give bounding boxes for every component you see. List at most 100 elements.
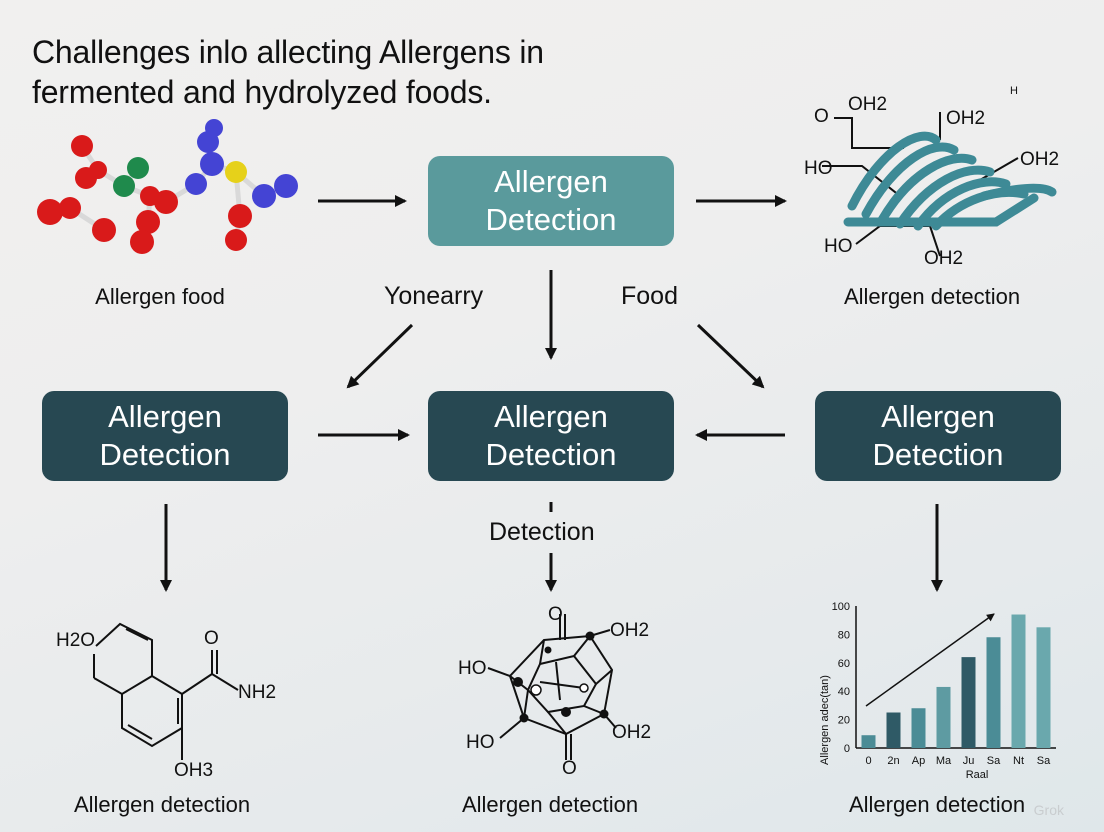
box-center-line1: Allergen — [494, 399, 608, 434]
cage-node-open — [530, 684, 542, 696]
cage-node — [544, 646, 552, 654]
chart-y-tick-label: 20 — [838, 715, 850, 727]
chart-x-tick-labels: 0 2n Ap Ma Ju Sa Nt Sa — [865, 755, 1051, 767]
formula-label-h2o: H2O — [56, 630, 95, 651]
atom — [200, 152, 224, 176]
atom — [225, 229, 247, 251]
box-top-line2: Detection — [485, 202, 617, 237]
box-right-line1: Allergen — [881, 399, 995, 434]
protein-label-ho-bottom: HO — [824, 236, 853, 257]
diagram-title: Challenges inlo allecting Allergens in f… — [32, 32, 732, 112]
chart-x-tick-label: Nt — [1013, 755, 1024, 767]
chart-bar — [986, 637, 1001, 748]
box-allergen-detection-right: Allergen Detection — [815, 391, 1061, 481]
box-allergen-detection-left: Allergen Detection — [42, 391, 288, 481]
chart-bar — [911, 708, 926, 748]
arrow-diag-right — [696, 323, 765, 389]
formula-label-oh3: OH3 — [174, 760, 213, 781]
chart-x-tick-label: Ju — [963, 755, 975, 767]
cage-label-oh2-bottom: OH2 — [612, 722, 651, 743]
edge-label-right: Food — [621, 282, 678, 310]
cage-label-o-top: O — [548, 604, 563, 625]
box-allergen-detection-center: Allergen Detection — [428, 391, 674, 481]
chart-bar — [961, 657, 976, 748]
chart-x-tick-label: 0 — [865, 755, 871, 767]
protein-label-ho-left: HO — [804, 158, 833, 179]
chart-y-tick-label: 40 — [838, 686, 850, 698]
box-allergen-detection-top: Allergen Detection — [428, 156, 674, 246]
cage-node — [513, 677, 523, 687]
atom — [225, 161, 247, 183]
chart-x-axis-label: Raal — [966, 769, 989, 781]
cage-node — [585, 631, 595, 641]
atom — [127, 157, 149, 179]
chart-x-tick-label: Ap — [912, 755, 925, 767]
box-center-line2: Detection — [485, 437, 617, 472]
title-line-1: Challenges inlo allecting Allergens in — [32, 34, 544, 70]
atom — [228, 204, 252, 228]
box-top-line1: Allergen — [494, 164, 608, 199]
atom — [71, 135, 93, 157]
chart-y-tick-label: 80 — [838, 629, 850, 641]
protein-label-h: H — [1010, 85, 1018, 97]
cage-node — [561, 707, 571, 717]
chart-trend-arrow — [865, 613, 995, 707]
chart-bar — [1036, 627, 1051, 748]
atom — [89, 161, 107, 179]
formula-label-nh2: NH2 — [238, 682, 276, 703]
cage-label-oh2-top: OH2 — [610, 620, 649, 641]
watermark-grok: Grok — [1033, 802, 1064, 818]
cage-node-open — [579, 683, 589, 693]
box-right-line2: Detection — [872, 437, 1004, 472]
edge-label-left: Yonearry — [384, 282, 484, 310]
edge-label-center-bottom: Detection — [489, 518, 595, 546]
chart-x-tick-label: Sa — [1037, 755, 1051, 767]
cage-label-o-bottom: O — [562, 758, 577, 779]
protein-label-oh2-bottom: OH2 — [924, 248, 963, 269]
protein-label-oh2-right: OH2 — [1020, 149, 1059, 170]
atom — [274, 174, 298, 198]
protein-label-oh2-top: OH2 — [848, 94, 887, 115]
atom — [113, 175, 135, 197]
box-left-line1: Allergen — [108, 399, 222, 434]
box-left-line2: Detection — [99, 437, 231, 472]
cage-node — [599, 709, 609, 719]
chart-y-tick-label: 0 — [844, 743, 850, 755]
chart-bars — [861, 614, 1051, 748]
caption-bottom-left: Allergen detection — [73, 792, 251, 817]
chart-x-tick-label: Sa — [987, 755, 1001, 767]
atom — [252, 184, 276, 208]
atom — [130, 230, 154, 254]
arrow-diag-left — [346, 323, 414, 389]
cage-node — [519, 713, 529, 723]
chart-bar — [936, 686, 951, 748]
atom — [37, 199, 63, 225]
atom — [185, 173, 207, 195]
atom — [154, 190, 178, 214]
chart-y-tick-label: 100 — [832, 601, 850, 613]
chart-y-tick-labels: 0 20 40 60 80 100 — [832, 601, 850, 755]
chart-bar — [1011, 614, 1026, 748]
formula-label-o: O — [204, 628, 219, 649]
cage-label-ho-bottom: HO — [466, 732, 495, 753]
cage-label-ho-left: HO — [458, 658, 487, 679]
atom — [92, 218, 116, 242]
protein-label-oh2-upper-right: OH2 — [946, 108, 985, 129]
chart-axes — [855, 606, 1056, 749]
chart-x-tick-label: 2n — [887, 755, 899, 767]
atom — [205, 119, 223, 137]
chart-bar — [861, 735, 876, 748]
protein-label-o: O — [814, 106, 829, 127]
chart-bar — [886, 712, 901, 748]
chart-x-tick-label: Ma — [936, 755, 952, 767]
caption-bottom-right: Allergen detection — [848, 792, 1026, 817]
caption-bottom-center: Allergen detection — [461, 792, 639, 817]
caption-top-right: Allergen detection — [843, 284, 1021, 309]
caption-allergen-food: Allergen food — [95, 284, 225, 309]
chart-y-tick-label: 60 — [838, 658, 850, 670]
atom — [59, 197, 81, 219]
